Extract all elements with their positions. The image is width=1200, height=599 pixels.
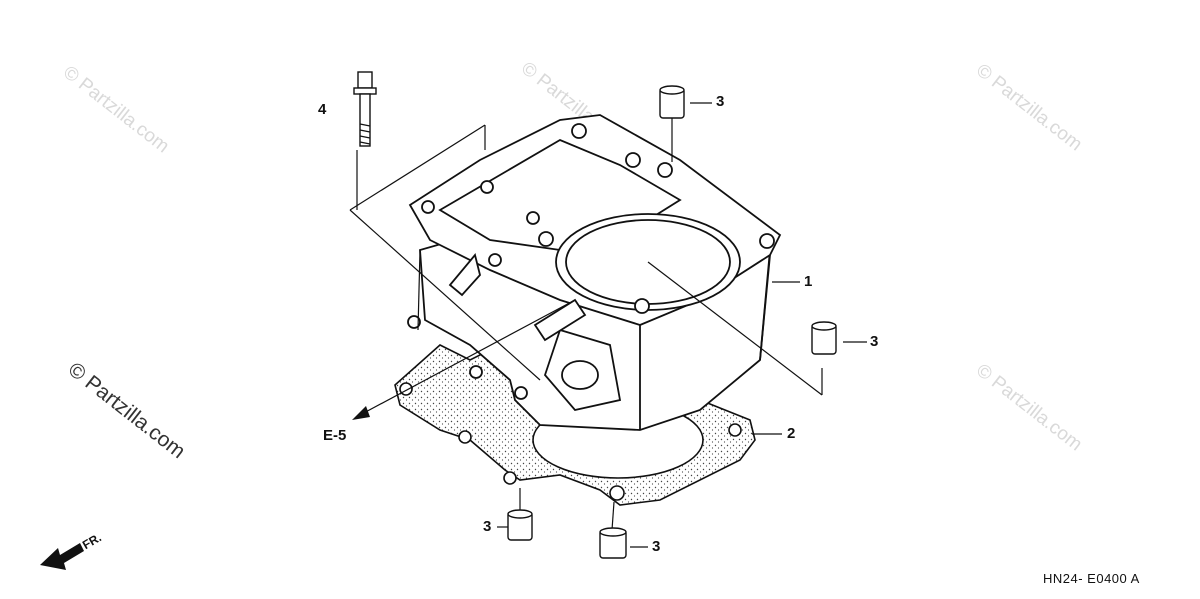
leader-lines bbox=[349, 102, 867, 548]
callout-3-bottom-right: 3 bbox=[652, 538, 661, 555]
callout-4: 4 bbox=[318, 101, 327, 118]
callout-3-bottom-left: 3 bbox=[483, 518, 492, 535]
callout-3-right: 3 bbox=[870, 333, 879, 350]
cylinder-block bbox=[407, 114, 782, 431]
diagram-code: HN24- E0400 A bbox=[1043, 571, 1140, 586]
dowel-pin-bottom-right bbox=[599, 527, 627, 559]
front-direction-arrow-icon bbox=[40, 543, 84, 570]
dowel-pin-bottom-left bbox=[507, 509, 533, 541]
dowel-pin-top bbox=[659, 85, 685, 119]
callout-1: 1 bbox=[804, 273, 813, 290]
dowel-pin-right bbox=[811, 321, 837, 355]
reference-e5: E-5 bbox=[323, 427, 347, 444]
callout-2: 2 bbox=[787, 425, 796, 442]
callout-3-top: 3 bbox=[716, 93, 725, 110]
flange-bolt bbox=[353, 71, 377, 147]
e5-arrow-head bbox=[352, 406, 370, 420]
